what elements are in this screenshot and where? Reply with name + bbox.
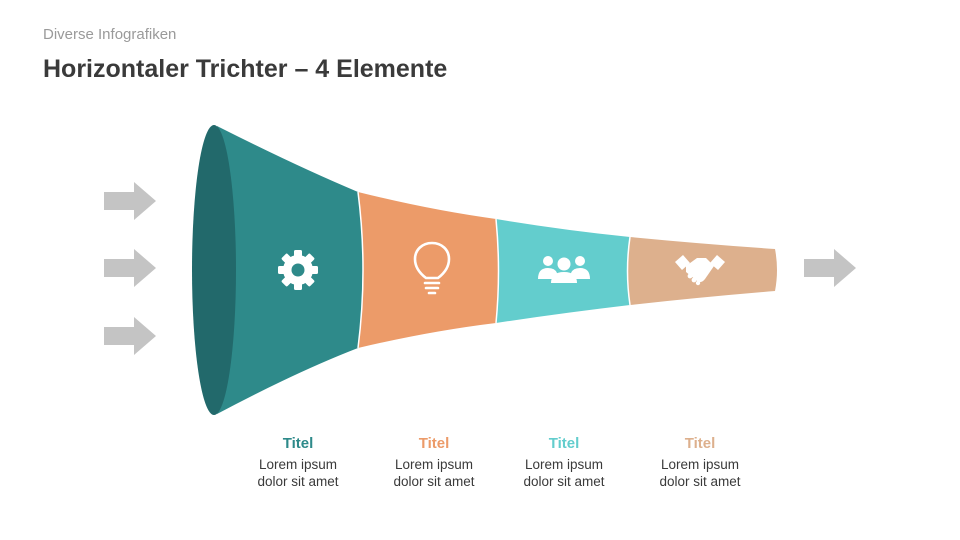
segment-title: Titel xyxy=(282,435,314,452)
segment-label-2: Titel Lorem ipsum dolor sit amet xyxy=(364,434,504,490)
input-arrow-top xyxy=(104,182,156,220)
output-arrow xyxy=(804,249,856,287)
segment-divider xyxy=(495,218,500,324)
segment-divider xyxy=(626,236,631,306)
segment-title: Titel xyxy=(684,435,716,452)
funnel-mouth xyxy=(192,125,236,415)
handshake-icon xyxy=(675,255,725,286)
segment-label-1: Titel Lorem ipsum dolor sit amet xyxy=(228,434,368,490)
slide-subtitle: Diverse Infografiken xyxy=(43,26,177,43)
input-arrow-bottom xyxy=(104,317,156,355)
segment-divider xyxy=(357,191,364,349)
lightbulb-icon xyxy=(413,241,451,295)
funnel-segment-2 xyxy=(358,192,499,348)
gear-icon xyxy=(278,250,318,290)
segment-title: Titel xyxy=(548,435,580,452)
segment-text-line2: dolor sit amet xyxy=(393,474,475,489)
segment-text-line1: Lorem ipsum xyxy=(394,457,474,472)
segment-label-3: Titel Lorem ipsum dolor sit amet xyxy=(494,434,634,490)
input-arrow-middle xyxy=(104,249,156,287)
segment-text-line1: Lorem ipsum xyxy=(258,457,338,472)
segment-label-4: Titel Lorem ipsum dolor sit amet xyxy=(630,434,770,490)
segment-text-line1: Lorem ipsum xyxy=(524,457,604,472)
team-icon xyxy=(538,256,590,283)
segment-title: Titel xyxy=(418,435,450,452)
segment-text-line2: dolor sit amet xyxy=(257,474,339,489)
segment-text-line2: dolor sit amet xyxy=(659,474,741,489)
segment-text-line2: dolor sit amet xyxy=(523,474,605,489)
funnel-segment-3 xyxy=(496,219,630,323)
segment-text-line1: Lorem ipsum xyxy=(660,457,740,472)
slide-title: Horizontaler Trichter – 4 Elemente xyxy=(43,55,448,83)
